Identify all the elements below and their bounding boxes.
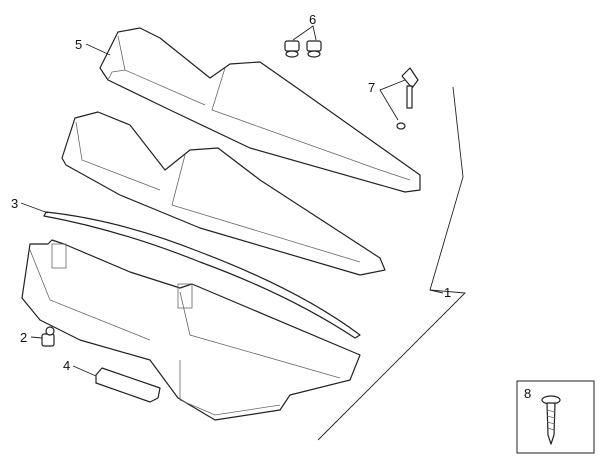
connector-cover-part xyxy=(95,367,161,403)
callout-3: 3 xyxy=(11,196,19,211)
gasket-part xyxy=(43,211,361,339)
knob-part xyxy=(396,67,419,130)
housing-part xyxy=(21,239,361,421)
upper-cover-part xyxy=(99,27,421,193)
screws-part xyxy=(284,40,322,58)
callout-7: 7 xyxy=(368,80,376,95)
callout-6: 6 xyxy=(309,12,317,27)
self-tapping-screw-part xyxy=(541,395,561,445)
bulb-holder-part xyxy=(41,326,55,347)
callout-4: 4 xyxy=(63,358,71,373)
callout-1: 1 xyxy=(444,285,452,300)
screw-inset-box xyxy=(516,380,595,454)
callout-8: 8 xyxy=(524,386,532,401)
lens-part xyxy=(61,111,386,276)
callout-5: 5 xyxy=(75,37,83,52)
callout-2: 2 xyxy=(20,330,28,345)
